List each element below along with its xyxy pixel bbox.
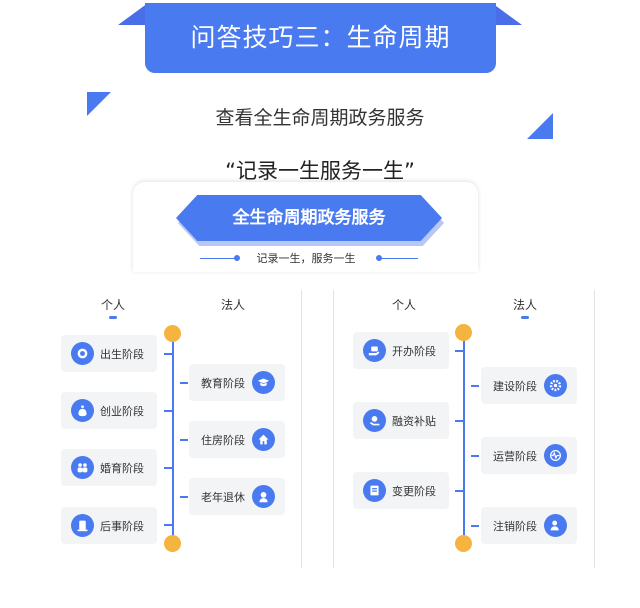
elder-icon (252, 485, 275, 508)
change-document-icon (363, 479, 386, 502)
house-icon (252, 428, 275, 451)
timeline-tick (455, 490, 463, 492)
stage-label: 婚育阶段 (100, 461, 144, 475)
gear-icon (544, 374, 567, 397)
stage-construction[interactable]: 建设阶段 (481, 367, 577, 404)
motto-dot-right (376, 255, 382, 261)
timeline-tick (471, 525, 479, 527)
timeline-end-dot (455, 535, 472, 552)
family-icon (71, 456, 94, 479)
timeline-tick (180, 439, 188, 441)
stage-marriage[interactable]: 婚育阶段 (61, 449, 157, 486)
pulse-icon (544, 444, 567, 467)
stage-change[interactable]: 变更阶段 (353, 472, 449, 509)
panel-divider-far-right (594, 290, 595, 568)
stage-opening[interactable]: 开办阶段 (353, 332, 449, 369)
timeline-tick (471, 385, 479, 387)
stage-operation[interactable]: 运营阶段 (481, 437, 577, 474)
timeline-tick (455, 350, 463, 352)
stage-funeral[interactable]: 后事阶段 (61, 507, 157, 544)
timeline-axis (463, 334, 465, 545)
tab-personal[interactable]: 个人 (100, 298, 125, 312)
stage-label: 教育阶段 (201, 376, 245, 390)
timeline-tick (164, 353, 172, 355)
tab-personal-indicator (109, 316, 117, 319)
open-hand-icon (363, 339, 386, 362)
timeline-tick (180, 382, 188, 384)
corner-decoration-top-left (87, 92, 111, 116)
quote: “记录一生服务一生” (225, 159, 415, 183)
money-bag-icon (71, 399, 94, 422)
timeline-axis (172, 334, 174, 545)
banner-title: 问答技巧三：生命周期 (145, 3, 496, 73)
stage-label: 创业阶段 (100, 404, 144, 418)
stage-label: 住房阶段 (201, 433, 245, 447)
stage-label: 出生阶段 (100, 347, 144, 361)
graduation-cap-icon (252, 371, 275, 394)
banner-wing-left (118, 3, 148, 25)
timeline-tick (180, 496, 188, 498)
stage-label: 变更阶段 (392, 484, 436, 498)
tab-personal[interactable]: 个人 (391, 298, 416, 312)
timeline-tick (164, 524, 172, 526)
timeline-tick (455, 420, 463, 422)
stage-label: 注销阶段 (493, 519, 537, 533)
tab-corporate[interactable]: 法人 (512, 298, 537, 312)
timeline-tick (471, 455, 479, 457)
motto-dot-left (234, 255, 240, 261)
tab-corporate-indicator (521, 316, 529, 319)
corner-decoration-bottom-right (527, 113, 553, 139)
memorial-icon (71, 514, 94, 537)
timeline-tick (164, 410, 172, 412)
baby-icon (71, 342, 94, 365)
motto-line-left (200, 258, 238, 259)
stage-deregistration[interactable]: 注销阶段 (481, 507, 577, 544)
stage-label: 建设阶段 (493, 379, 537, 393)
stage-housing[interactable]: 住房阶段 (189, 421, 285, 458)
stage-label: 开办阶段 (392, 344, 436, 358)
card-motto: 记录一生，服务一生 (256, 252, 356, 265)
subtitle: 查看全生命周期政务服务 (215, 107, 425, 129)
timeline-tick (164, 467, 172, 469)
stage-retirement[interactable]: 老年退休 (189, 478, 285, 515)
timeline-start-dot (164, 325, 181, 342)
funding-icon (363, 409, 386, 432)
stage-startup[interactable]: 创业阶段 (61, 392, 157, 429)
card-title: 全生命周期政务服务 (176, 195, 442, 241)
user-cancel-icon (544, 514, 567, 537)
panel-divider-left (301, 290, 302, 568)
stage-label: 老年退休 (201, 490, 245, 504)
motto-line-right (380, 258, 418, 259)
stage-label: 融资补贴 (392, 414, 436, 428)
stage-label: 后事阶段 (100, 519, 144, 533)
panel-divider-right (333, 290, 334, 568)
banner-wing-right (492, 3, 522, 25)
stage-education[interactable]: 教育阶段 (189, 364, 285, 401)
stage-birth[interactable]: 出生阶段 (61, 335, 157, 372)
timeline-start-dot (455, 324, 472, 341)
tab-corporate[interactable]: 法人 (220, 298, 245, 312)
stage-funding[interactable]: 融资补贴 (353, 402, 449, 439)
stage-label: 运营阶段 (493, 449, 537, 463)
timeline-end-dot (164, 535, 181, 552)
